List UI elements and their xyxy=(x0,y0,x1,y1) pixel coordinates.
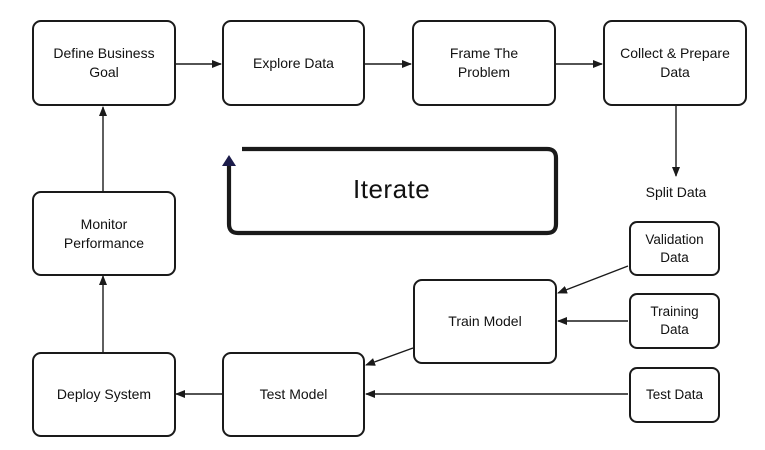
iterate-arrowhead-icon xyxy=(222,155,236,166)
arrow-train-to-test xyxy=(365,347,414,366)
iterate-loop xyxy=(226,146,559,236)
node-frame-the-problem: Frame The Problem xyxy=(412,20,556,106)
node-define-business-goal: Define Business Goal xyxy=(32,20,176,106)
label-split-data: Split Data xyxy=(645,184,707,200)
iterate-label: Iterate xyxy=(353,174,431,204)
node-collect-prepare-data: Collect & Prepare Data xyxy=(603,20,747,106)
node-test-model: Test Model xyxy=(222,352,365,437)
node-training-data: Training Data xyxy=(629,293,720,349)
node-deploy-system: Deploy System xyxy=(32,352,176,437)
node-validation-data: Validation Data xyxy=(629,221,720,276)
node-monitor-performance: Monitor Performance xyxy=(32,191,176,276)
node-explore-data: Explore Data xyxy=(222,20,365,106)
node-train-model: Train Model xyxy=(413,279,557,364)
arrow-validation-to-train xyxy=(557,265,629,294)
node-test-data: Test Data xyxy=(629,367,720,423)
